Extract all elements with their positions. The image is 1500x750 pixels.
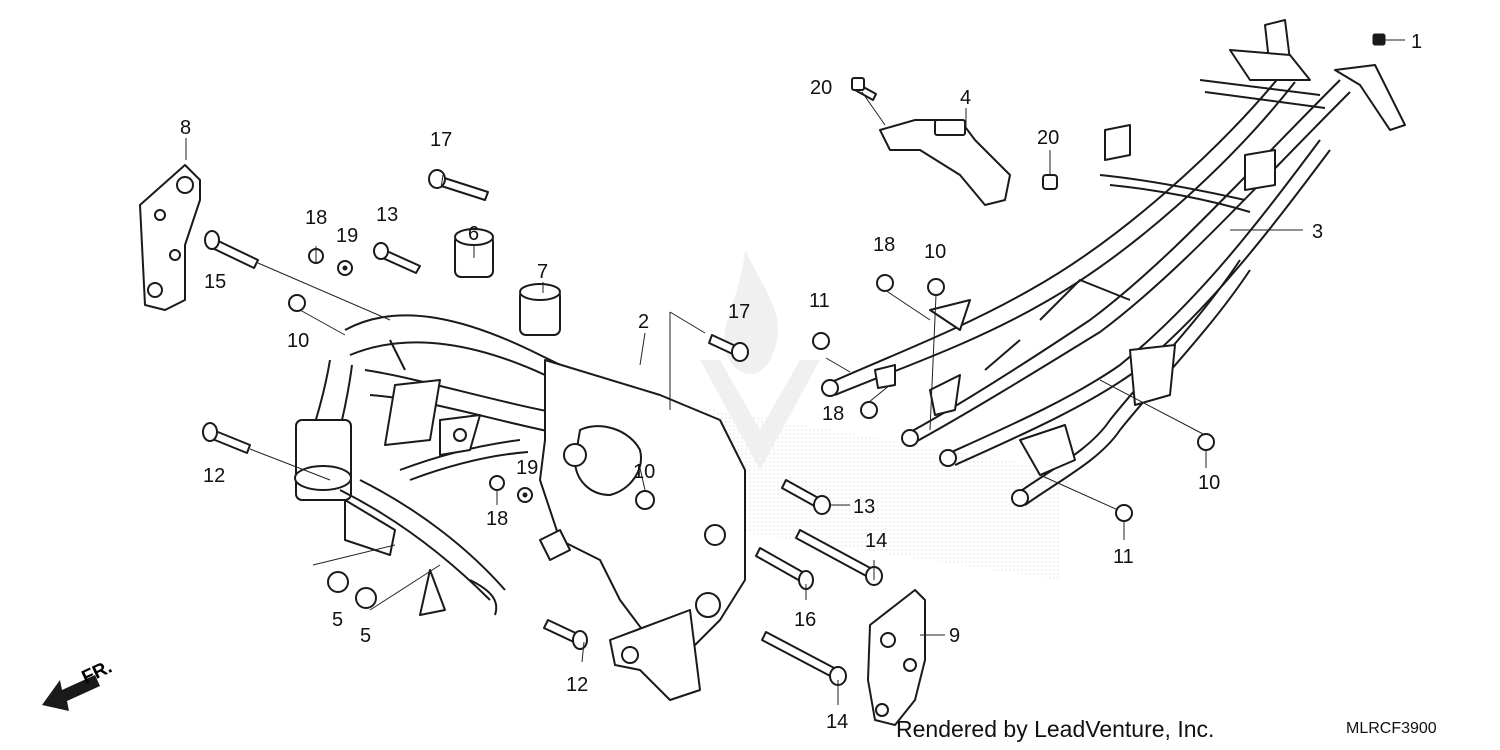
washer-19b[interactable] (517, 487, 533, 503)
callout-16[interactable]: 16 (794, 609, 816, 631)
rear-frame-part[interactable] (821, 19, 1406, 507)
callout-11-upper[interactable]: 11 (809, 290, 830, 312)
nut-10d[interactable] (1197, 433, 1215, 451)
callout-14-bottom[interactable]: 14 (826, 711, 848, 733)
callout-18-lower-left[interactable]: 18 (486, 508, 508, 530)
callout-3[interactable]: 3 (1312, 221, 1323, 243)
callout-17-mid[interactable]: 17 (728, 301, 750, 323)
washer-19a[interactable] (337, 260, 353, 276)
callout-18-upper-left[interactable]: 18 (305, 207, 327, 229)
callout-10-upper-right[interactable]: 10 (924, 241, 946, 263)
bracket-4-part[interactable] (879, 119, 1011, 206)
front-direction-arrow-icon (42, 675, 100, 711)
nut-10c[interactable] (927, 278, 945, 296)
bolt-17-upper[interactable] (428, 169, 489, 201)
bolt-17-mid[interactable] (708, 334, 749, 362)
side-plate-9-part[interactable] (867, 589, 926, 726)
callout-9[interactable]: 9 (949, 625, 960, 647)
collar-5b[interactable] (355, 587, 377, 609)
callout-4[interactable]: 4 (960, 87, 971, 109)
callout-13-lower[interactable]: 13 (853, 496, 875, 518)
bolt-20-upper[interactable] (851, 77, 877, 101)
callout-1[interactable]: 1 (1411, 31, 1422, 53)
nut-10a[interactable] (288, 294, 306, 312)
nut-18b[interactable] (489, 475, 505, 491)
callout-19-lower[interactable]: 19 (516, 457, 538, 479)
nut-1[interactable] (1372, 33, 1386, 46)
bolt-12-upper[interactable] (202, 422, 251, 454)
nut-18c[interactable] (876, 274, 894, 292)
nut-18d[interactable] (860, 401, 878, 419)
side-plate-8-part[interactable] (139, 164, 201, 311)
diagram-code: MLRCF3900 (1346, 720, 1437, 737)
bolt-12-lower[interactable] (543, 619, 588, 650)
callout-12-bottom[interactable]: 12 (566, 674, 588, 696)
callout-8[interactable]: 8 (180, 117, 191, 139)
callout-20-right[interactable]: 20 (1037, 127, 1059, 149)
callout-14-mid[interactable]: 14 (865, 530, 887, 552)
bolt-16[interactable] (755, 547, 814, 590)
callout-18-upper-right[interactable]: 18 (873, 234, 895, 256)
nut-10b[interactable] (635, 490, 655, 510)
bolt-14-lower[interactable] (761, 631, 847, 686)
nut-11b[interactable] (1115, 504, 1133, 522)
bolt-13-upper[interactable] (373, 242, 421, 274)
bolt-20-right[interactable] (1042, 174, 1058, 190)
callout-10-right[interactable]: 10 (1198, 472, 1220, 494)
callout-13-upper[interactable]: 13 (376, 204, 398, 226)
callout-20-upper[interactable]: 20 (810, 77, 832, 99)
callout-2[interactable]: 2 (638, 311, 649, 333)
bolt-13-lower[interactable] (781, 479, 831, 515)
leader-lines (185, 39, 1405, 705)
callout-17-upper[interactable]: 17 (430, 129, 452, 151)
callout-6[interactable]: 6 (468, 223, 479, 245)
callout-7[interactable]: 7 (537, 261, 548, 283)
callout-19-upper[interactable]: 19 (336, 225, 358, 247)
collar-5a[interactable] (327, 571, 349, 593)
callout-5-upper[interactable]: 5 (332, 609, 343, 631)
nut-11a[interactable] (812, 332, 830, 350)
callout-10-center[interactable]: 10 (633, 461, 655, 483)
callout-10-left[interactable]: 10 (287, 330, 309, 352)
callout-11-lower[interactable]: 11 (1113, 546, 1134, 568)
callout-5-lower[interactable]: 5 (360, 625, 371, 647)
callout-18-mid-right[interactable]: 18 (822, 403, 844, 425)
callout-numbers: 1 2 3 4 5 5 6 7 8 9 10 10 10 10 11 11 12… (180, 31, 1422, 733)
render-credit: Rendered by LeadVenture, Inc. (896, 716, 1215, 742)
callout-12-left[interactable]: 12 (203, 465, 225, 487)
bolt-15[interactable] (204, 230, 259, 269)
callout-15[interactable]: 15 (204, 271, 226, 293)
